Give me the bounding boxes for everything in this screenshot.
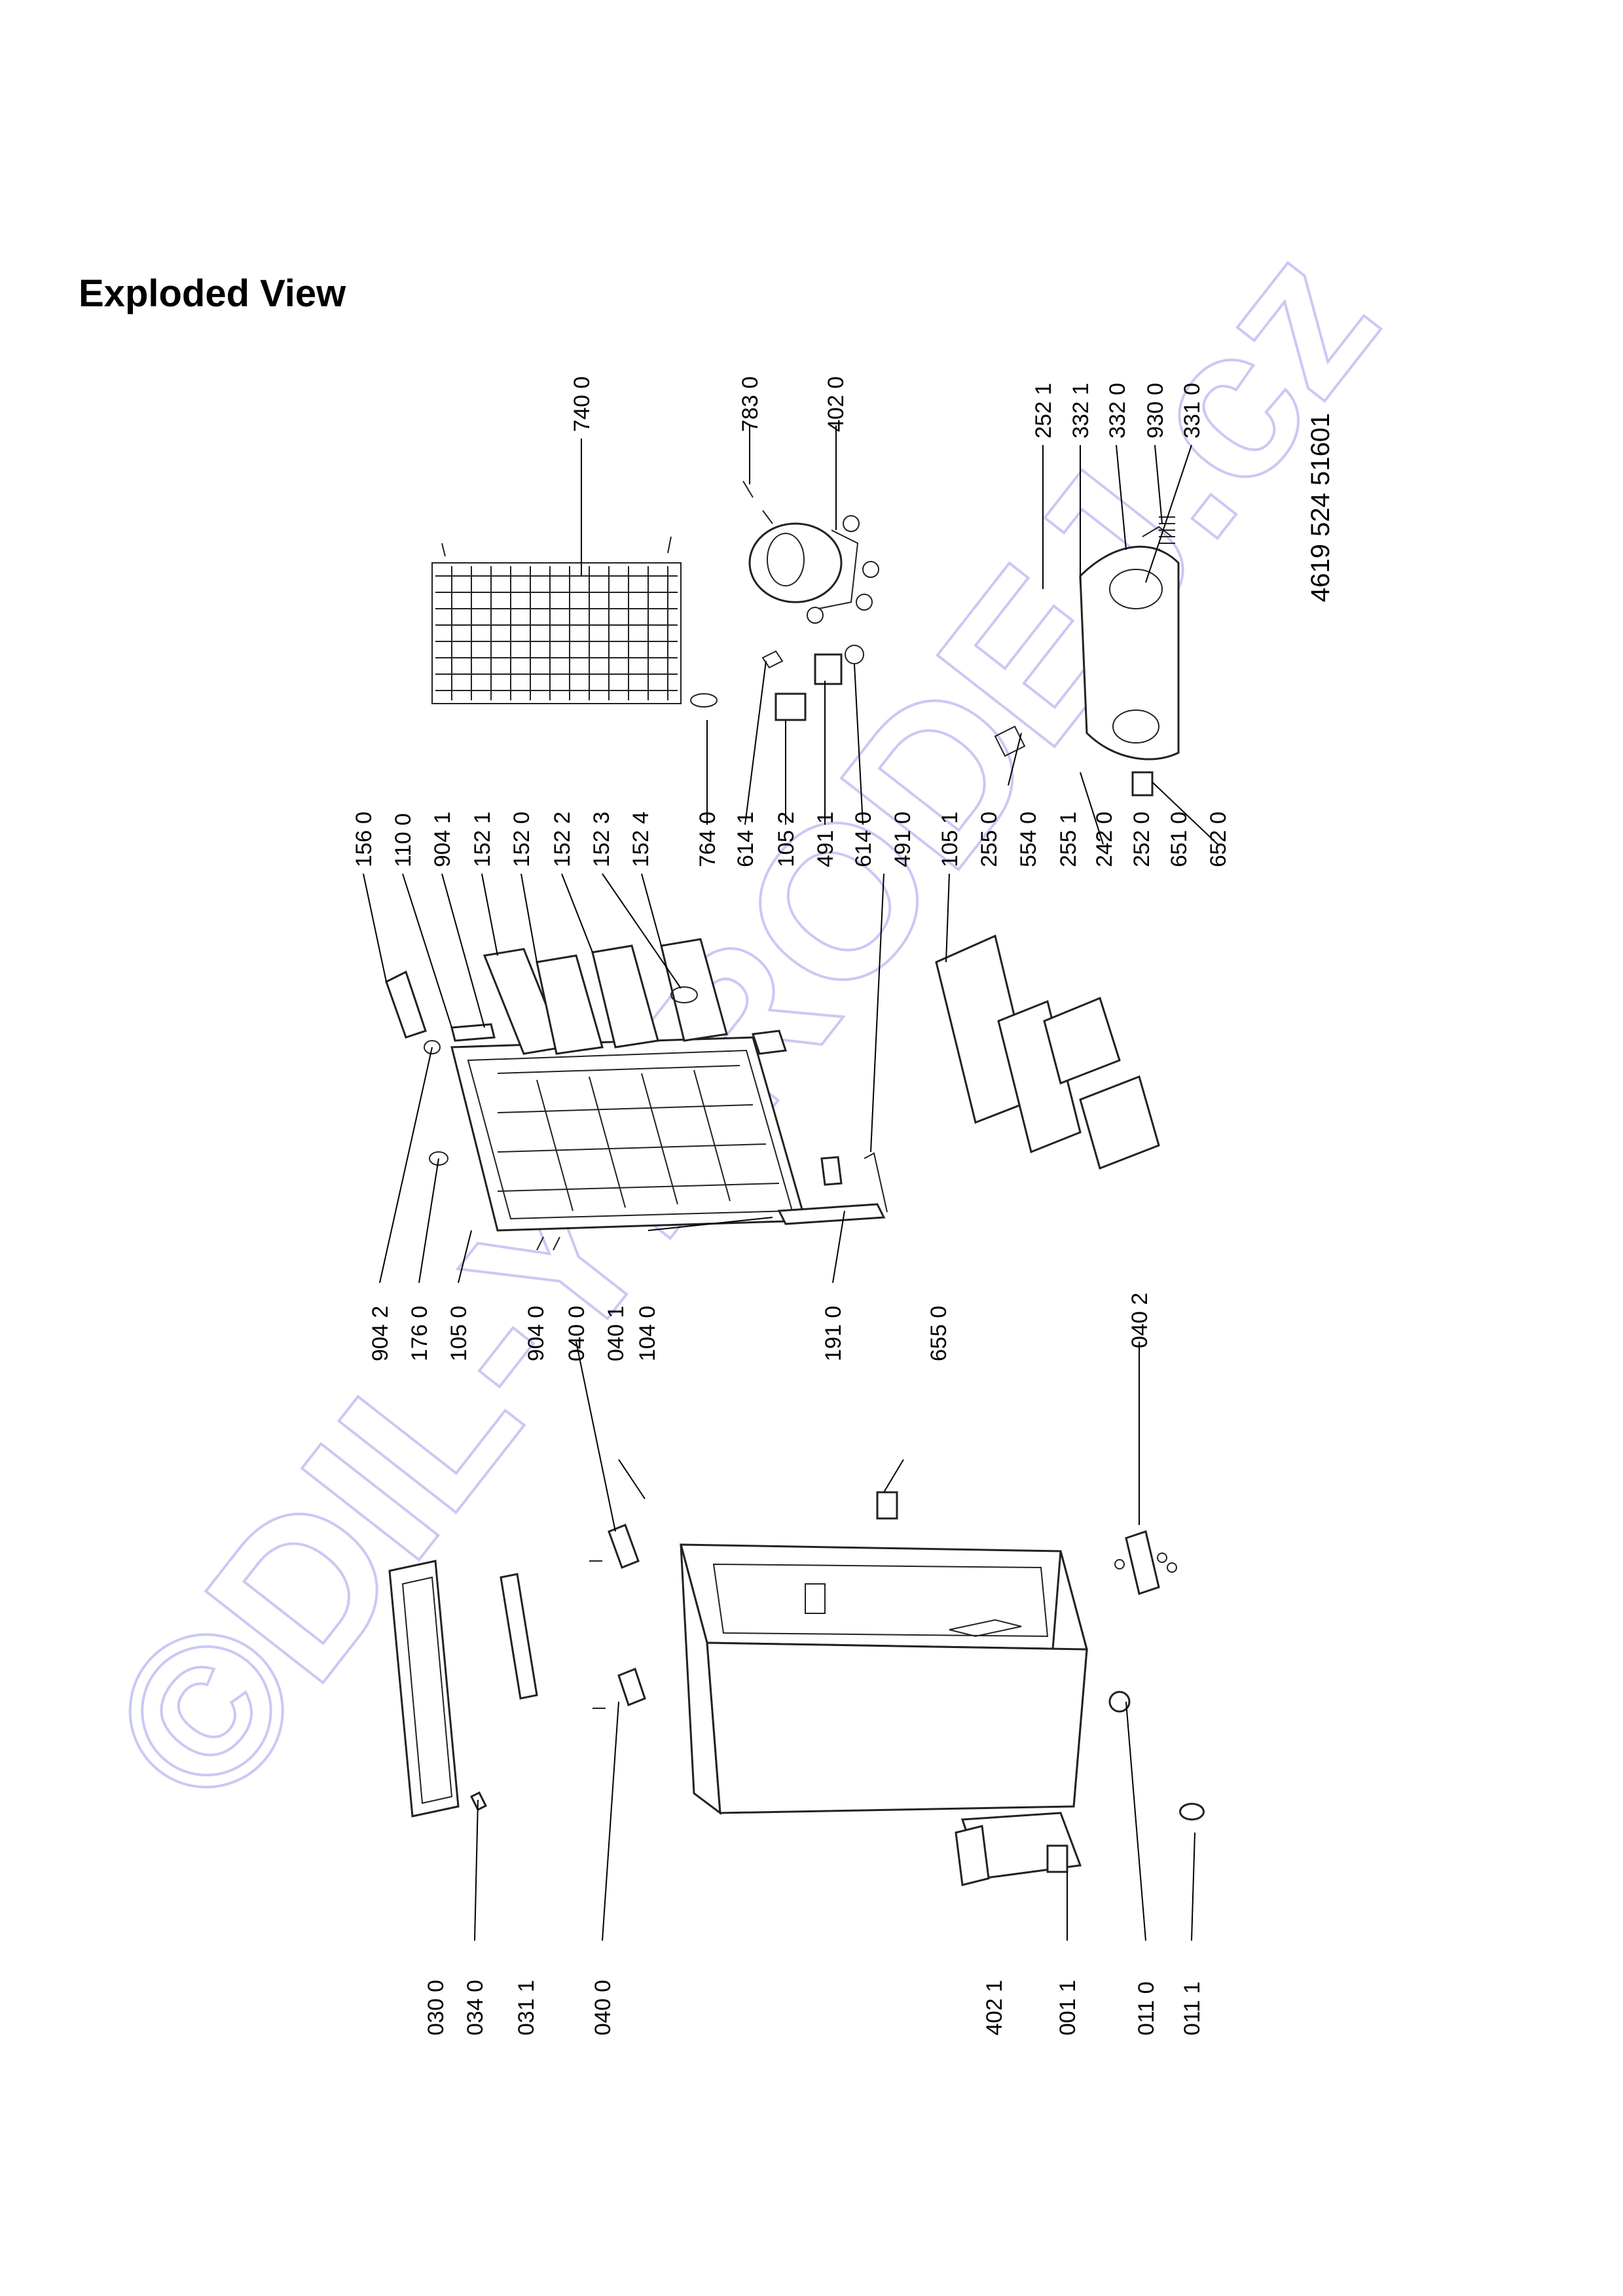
part-label: 783 0 <box>738 376 763 432</box>
part-label: 040 1 <box>604 1306 629 1361</box>
part-label: 740 0 <box>570 376 594 432</box>
part-label: 176 0 <box>407 1306 432 1361</box>
part-label: 651 0 <box>1167 812 1192 867</box>
part-label: 614 0 <box>851 812 876 867</box>
part-label: 252 0 <box>1129 812 1154 867</box>
part-label: 040 0 <box>564 1306 589 1361</box>
part-label: 105 2 <box>774 812 799 867</box>
part-label: 001 1 <box>1055 1980 1080 2036</box>
part-label: 011 1 <box>1180 1981 1205 2036</box>
part-label: 104 0 <box>635 1306 660 1361</box>
part-label: 652 0 <box>1206 812 1231 867</box>
part-label: 904 0 <box>524 1306 549 1361</box>
part-label: 255 1 <box>1056 812 1081 867</box>
part-label: 040 2 <box>1127 1293 1152 1348</box>
hinges <box>589 1524 1177 1709</box>
door-frame <box>388 1560 538 1818</box>
part-label: 491 1 <box>813 812 838 867</box>
part-label: 191 0 <box>821 1306 846 1361</box>
drain-tray-assembly <box>994 516 1180 797</box>
part-label: 031 1 <box>514 1980 539 2036</box>
part-label: 011 0 <box>1134 1981 1159 2036</box>
condenser-coil <box>431 536 682 704</box>
compressor <box>742 480 879 624</box>
part-label: 034 0 <box>463 1980 488 2036</box>
crisper-drawers <box>1043 996 1160 1170</box>
leader-lines <box>363 425 1218 1941</box>
glass-shelves <box>935 934 1082 1154</box>
part-label: 332 1 <box>1068 383 1093 439</box>
part-label: 331 0 <box>1180 383 1205 439</box>
part-label: 152 0 <box>509 812 534 867</box>
part-label: 030 0 <box>424 1980 448 2036</box>
part-labels: 740 0 783 0 402 0 252 1 332 1 332 0 930 … <box>352 376 1335 2036</box>
page-title: Exploded View <box>79 272 346 315</box>
part-label: 105 0 <box>447 1306 471 1361</box>
relay-and-overload <box>690 645 864 721</box>
part-label: 040 0 <box>591 1980 615 2036</box>
part-label: 764 0 <box>695 812 720 867</box>
part-label: 255 0 <box>977 812 1002 867</box>
part-label: 152 4 <box>629 812 653 867</box>
part-label: 152 3 <box>589 812 614 867</box>
document-number: 4619 524 51601 <box>1306 413 1335 602</box>
cabinet-body <box>680 1491 1088 1886</box>
part-label: 491 0 <box>890 812 915 867</box>
part-label: 554 0 <box>1016 812 1041 867</box>
part-label: 655 0 <box>926 1306 951 1361</box>
part-label: 242 0 <box>1092 812 1117 867</box>
part-label: 105 1 <box>938 812 962 867</box>
feet <box>1108 1691 1205 1821</box>
part-label: 402 0 <box>824 376 848 432</box>
part-label: 156 0 <box>352 812 376 867</box>
part-label: 152 2 <box>550 812 575 867</box>
part-label: 152 1 <box>470 812 495 867</box>
door-gasket <box>777 1152 888 1225</box>
door-balconies <box>385 938 788 1055</box>
part-label: 930 0 <box>1143 383 1168 439</box>
part-label: 332 0 <box>1105 383 1130 439</box>
part-label: 904 2 <box>368 1306 393 1361</box>
part-label: 614 1 <box>733 812 758 867</box>
part-label: 402 1 <box>982 1980 1007 2036</box>
part-label: 252 1 <box>1031 383 1056 439</box>
part-label: 904 1 <box>430 812 455 867</box>
part-label: 110 0 <box>391 813 416 867</box>
